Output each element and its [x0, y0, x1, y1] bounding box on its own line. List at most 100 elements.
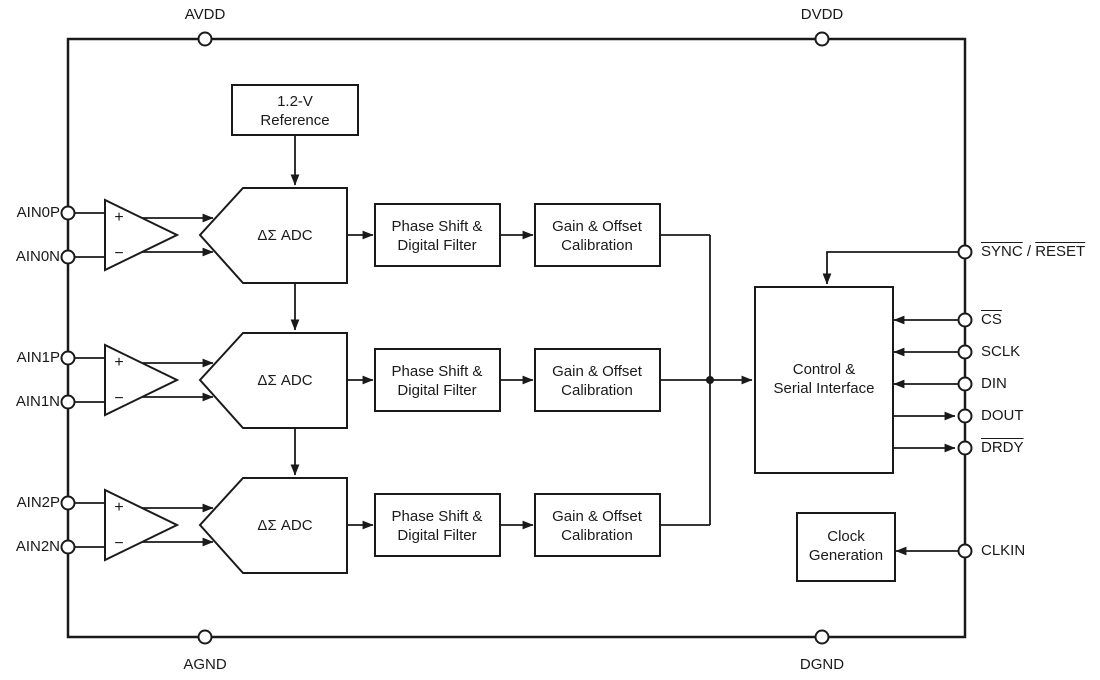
- pin-label-ain2n: AIN2N: [0, 538, 60, 556]
- channel-1-wires: [74, 212, 710, 258]
- bus-junction-dot: [706, 376, 714, 384]
- sync-text: SYNC: [981, 243, 1023, 260]
- calibration-label-1-line1: Gain & Offset: [552, 218, 643, 235]
- filter-label-1-line1: Phase Shift &: [392, 218, 483, 235]
- pin-label-ain1n: AIN1N: [0, 393, 60, 411]
- pin-clkin: [957, 543, 973, 559]
- drdy-text: DRDY: [981, 439, 1024, 456]
- ain2p-text: AIN2P: [16, 494, 60, 511]
- calibration-label-3-line2: Calibration: [561, 527, 633, 544]
- channel-3-wires: [74, 502, 710, 548]
- pin-drdy: [957, 440, 973, 456]
- filter-label-3-line1: Phase Shift &: [392, 508, 483, 525]
- dvdd-text: DVDD: [800, 6, 844, 23]
- pin-sync-reset: [957, 244, 973, 260]
- cs-text: CS: [981, 311, 1002, 328]
- reset-text: RESET: [1035, 243, 1086, 260]
- pin-ain2p: [60, 495, 76, 511]
- pin-label-ain1p: AIN1P: [0, 349, 60, 367]
- filter-label-2-line2: Digital Filter: [397, 382, 476, 399]
- amp-1-plus-sign: +: [114, 209, 123, 226]
- filter-label-2-line1: Phase Shift &: [392, 363, 483, 380]
- adc-block-3: [198, 477, 348, 574]
- adc-label-3: ΔΣ ADC: [257, 517, 312, 534]
- filter-label-1-line2: Digital Filter: [397, 237, 476, 254]
- pin-label-dvdd: DVDD: [777, 6, 867, 24]
- control-label-line1: Control &: [793, 361, 856, 378]
- control-serial-interface-block: [754, 286, 894, 474]
- amp-2-minus-sign: −: [114, 390, 123, 407]
- din-text: DIN: [981, 375, 1007, 392]
- pin-din: [957, 376, 973, 392]
- pin-label-dout: DOUT: [981, 407, 1024, 425]
- amp-1-minus-sign: −: [114, 245, 123, 262]
- reference-label-line1: 1.2-V: [277, 93, 313, 110]
- pin-ain0p: [60, 205, 76, 221]
- ain2n-text: AIN2N: [15, 538, 60, 555]
- sclk-text: SCLK: [981, 343, 1021, 360]
- pin-label-clkin: CLKIN: [981, 542, 1025, 560]
- sync-reset-separator: /: [1022, 243, 1036, 260]
- clock-generation-block: [796, 512, 896, 582]
- agnd-text: AGND: [183, 656, 227, 673]
- pin-agnd: [197, 629, 213, 645]
- pin-label-sync-reset: SYNC / RESET: [981, 243, 1085, 261]
- amp-2-plus-sign: +: [114, 354, 123, 371]
- pin-label-drdy: DRDY: [981, 439, 1024, 457]
- amplifier-2: [104, 343, 180, 417]
- pin-label-ain2p: AIN2P: [0, 494, 60, 512]
- pin-ain1p: [60, 350, 76, 366]
- calibration-block-2: [534, 348, 661, 412]
- amp-3-plus-sign: +: [114, 499, 123, 516]
- pin-label-din: DIN: [981, 375, 1007, 393]
- pin-ain1n: [60, 394, 76, 410]
- clock-label-line2: Generation: [809, 547, 883, 564]
- filter-block-3: [374, 493, 501, 557]
- ain0n-text: AIN0N: [15, 248, 60, 265]
- clock-label-line1: Clock: [827, 528, 865, 545]
- pin-label-agnd: AGND: [160, 656, 250, 674]
- ain1n-text: AIN1N: [15, 393, 60, 410]
- pin-label-ain0n: AIN0N: [0, 248, 60, 266]
- pin-dgnd: [814, 629, 830, 645]
- pin-ain0n: [60, 249, 76, 265]
- control-label-line2: Serial Interface: [774, 380, 875, 397]
- pin-cs: [957, 312, 973, 328]
- filter-block-1: [374, 203, 501, 267]
- reference-label-line2: Reference: [260, 112, 329, 129]
- clkin-text: CLKIN: [981, 542, 1026, 559]
- amplifier-1: [104, 198, 180, 272]
- pin-dvdd: [814, 31, 830, 47]
- avdd-text: AVDD: [184, 6, 226, 23]
- pin-label-avdd: AVDD: [160, 6, 250, 24]
- calibration-block-3: [534, 493, 661, 557]
- pin-label-dgnd: DGND: [777, 656, 867, 674]
- pin-ain2n: [60, 539, 76, 555]
- channel-2-wires: [74, 357, 710, 403]
- pin-avdd: [197, 31, 213, 47]
- ain1p-text: AIN1P: [16, 349, 60, 366]
- dout-text: DOUT: [981, 407, 1024, 424]
- output-bus-wires: [706, 235, 753, 525]
- filter-label-3-line2: Digital Filter: [397, 527, 476, 544]
- dgnd-text: DGND: [799, 656, 845, 673]
- calibration-label-3-line1: Gain & Offset: [552, 508, 643, 525]
- chip-boundary: [66, 37, 967, 639]
- pin-dout: [957, 408, 973, 424]
- adc-label-1: ΔΣ ADC: [257, 227, 312, 244]
- digital-wires: [822, 251, 959, 556]
- pin-sclk: [957, 344, 973, 360]
- pin-label-sclk: SCLK: [981, 343, 1020, 361]
- pin-label-ain0p: AIN0P: [0, 204, 60, 222]
- adc-label-2: ΔΣ ADC: [257, 372, 312, 389]
- ain0p-text: AIN0P: [16, 204, 60, 221]
- pin-label-cs: CS: [981, 311, 1002, 329]
- calibration-label-2-line2: Calibration: [561, 382, 633, 399]
- calibration-label-2-line1: Gain & Offset: [552, 363, 643, 380]
- calibration-block-1: [534, 203, 661, 267]
- amplifier-3: [104, 488, 180, 562]
- filter-block-2: [374, 348, 501, 412]
- calibration-label-1-line2: Calibration: [561, 237, 633, 254]
